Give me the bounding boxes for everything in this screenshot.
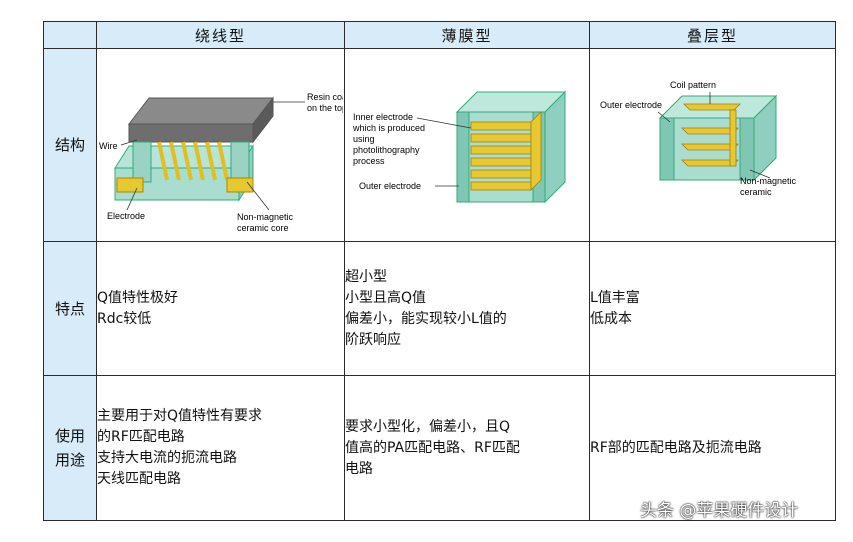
feature-line: 超小型 [345,268,387,285]
label-core-1: Non-magnetic [237,212,294,222]
usage-line: 的RF匹配电路 [97,429,185,445]
label-outer-electrode-ml: Outer electrode [600,100,662,110]
label-ceramic-1: Non-magnetic [740,176,797,186]
label-resin-2: on the top [307,103,343,113]
feature-line: L值丰富 [590,289,640,306]
row-label-usage: 使用 用途 [43,375,97,521]
thinfilm-inductor-diagram: Inner electrode which is produced using … [352,90,567,203]
header-thinfilm: 薄膜型 [344,21,590,49]
usage-label-line: 用途 [54,451,85,469]
label-coil-pattern: Coil pattern [670,80,716,90]
feature-line: Q值特性极好 [97,289,179,306]
figure-wirewound: Resin coating on the top Wire Electrode … [96,48,345,242]
usage-line: 支持大电流的扼流电路 [97,450,237,466]
feature-line: 阶跃响应 [345,331,401,348]
figure-thinfilm: Inner electrode which is produced using … [344,48,590,242]
figure-multilayer: Coil pattern Outer electrode Non-magneti… [589,48,836,242]
usage-wirewound: 主要用于对Q值特性有要求 的RF匹配电路 支持大电流的扼流电路 天线匹配电路 [96,375,345,521]
usage-line: 电路 [345,460,373,477]
features-wirewound: Q值特性极好 Rdc较低 [96,241,345,376]
usage-thinfilm: 要求小型化，偏差小，且Q 值高的PA匹配电路、RF匹配 电路 [344,375,590,521]
usage-line: RF部的匹配电路及扼流电路 [590,439,762,456]
header-corner [43,21,97,49]
usage-line: 值高的PA匹配电路、RF匹配 [345,439,520,456]
header-multilayer: 叠层型 [589,21,836,49]
structure-row: 结构 [43,48,836,242]
label-wire: Wire [99,141,118,151]
multilayer-inductor-diagram: Coil pattern Outer electrode Non-magneti… [600,80,797,197]
label-inner-4: photolithography [353,145,420,155]
label-electrode: Electrode [107,211,145,221]
usage-row: 使用 用途 主要用于对Q值特性有要求 的RF匹配电路 支持大电流的扼流电路 天线… [43,375,836,521]
features-multilayer: L值丰富 低成本 [589,241,836,376]
row-label-features: 特点 [43,241,97,376]
usage-line: 主要用于对Q值特性有要求 [97,408,263,424]
feature-line: 小型且高Q值 [345,289,427,306]
features-thinfilm: 超小型 小型且高Q值 偏差小，能实现较小L值的 阶跃响应 [344,241,590,376]
label-core-2: ceramic core [237,223,289,233]
label-ceramic-2: ceramic [740,187,772,197]
feature-line: Rdc较低 [97,310,152,327]
usage-multilayer: RF部的匹配电路及扼流电路 [589,375,836,521]
label-resin-1: Resin coating [307,92,343,102]
usage-line: 天线匹配电路 [97,471,181,487]
feature-line: 低成本 [590,310,632,327]
usage-line: 要求小型化，偏差小，且Q [345,418,511,435]
feature-line: 偏差小，能实现较小L值的 [345,310,507,327]
label-inner-5: process [353,156,385,166]
wirewound-inductor-diagram: Resin coating on the top Wire Electrode … [99,92,343,233]
watermark: 头条 @苹果硬件设计 [640,501,799,521]
header-wirewound: 绕线型 [96,21,345,49]
comparison-table: 绕线型 薄膜型 叠层型 结构 [43,21,836,521]
header-row: 绕线型 薄膜型 叠层型 [43,21,836,49]
usage-label-line: 使用 [54,427,85,445]
label-inner-3: using [353,134,375,144]
features-row: 特点 Q值特性极好 Rdc较低 超小型 小型且高Q值 偏差小，能实现较小L值的 … [43,241,836,376]
label-inner-2: which is produced [352,123,425,133]
label-inner-1: Inner electrode [353,112,413,122]
label-outer-electrode: Outer electrode [359,181,421,191]
row-label-structure: 结构 [43,48,97,242]
